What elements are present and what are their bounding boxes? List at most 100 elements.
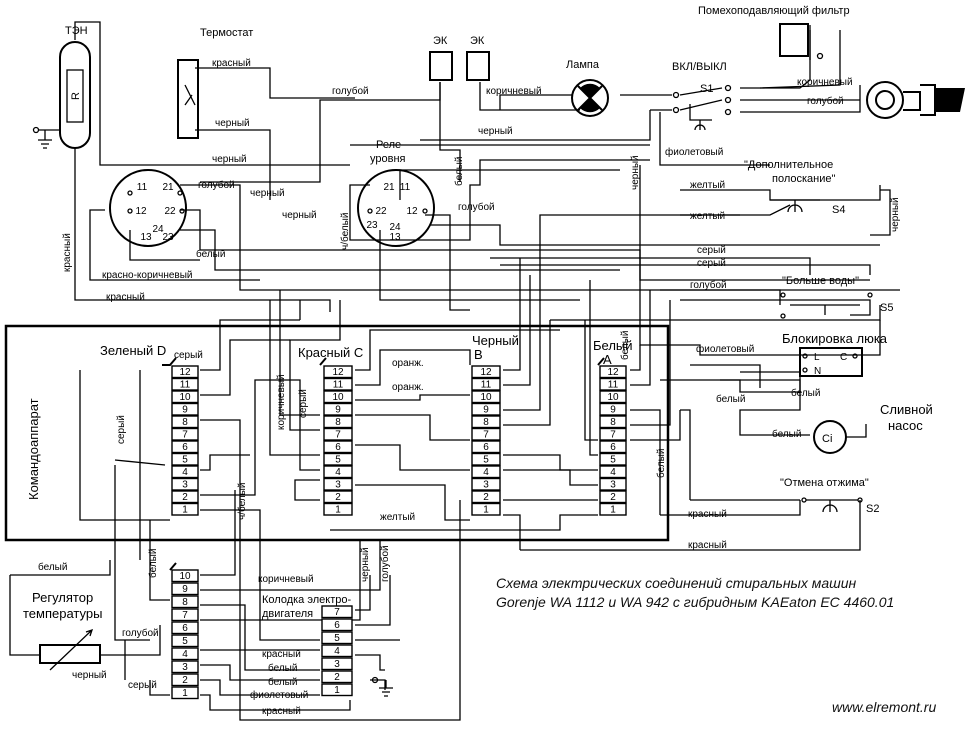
- heater: ТЭН R: [59, 25, 91, 149]
- connector-pin-number: 1: [182, 505, 188, 516]
- connector-pin-number: 9: [483, 405, 489, 416]
- connector-pin: [471, 427, 501, 441]
- ground-icon-bottom: [371, 676, 393, 697]
- connector-pin: [171, 477, 199, 491]
- temp-reg-label-1: Регулятор: [32, 590, 93, 605]
- s1-label: S1: [700, 83, 713, 95]
- connector-pin-number: 1: [610, 505, 616, 516]
- connector-pin-number: 1: [335, 505, 341, 516]
- connector-pin-number: 10: [607, 392, 619, 403]
- connector-pin-number: 11: [481, 380, 492, 391]
- connector-pin-number: 12: [607, 367, 619, 378]
- wire-label-beliy-a-1: белый: [619, 331, 631, 360]
- white-a-label-1: Белый: [593, 338, 633, 353]
- power-plug-icon: [866, 81, 965, 119]
- connector-pin: [323, 477, 353, 491]
- wire-label-goluboy-reg: голубой: [122, 627, 159, 639]
- wire-label-korichnevy-c: коричневый: [276, 374, 287, 430]
- connector-pin: [171, 465, 199, 479]
- wire-label-beliy-r1: белый: [196, 248, 225, 260]
- resistor-label: R: [70, 92, 82, 100]
- caption-line-1: Схема электрических соединений стиральны…: [496, 575, 857, 591]
- svg-text:13: 13: [389, 232, 401, 243]
- connector-pin: [171, 377, 199, 391]
- lamp: Лампа: [566, 59, 609, 117]
- wire-label-cherny-relay2: черный: [282, 210, 317, 221]
- connector-pin: [171, 686, 199, 700]
- wire-label-beliy-vert: белый: [453, 157, 465, 186]
- interference-filter: Помехоподавляющий фильтр коричневый голу…: [698, 5, 853, 107]
- extra-rinse-switch: "Дополнительное полоскание" S4: [744, 159, 845, 216]
- connector-pin-number: 12: [480, 367, 492, 378]
- connector-pin-number: 1: [483, 505, 489, 516]
- connector-pin: [171, 415, 199, 429]
- connector-pin: [323, 365, 353, 379]
- connector-pin: [323, 440, 353, 454]
- wire-label-fioletovy-top: фиолетовый: [665, 146, 723, 158]
- door-lock: Блокировка люка L N C: [782, 331, 888, 377]
- connector-pin: [171, 621, 199, 635]
- wire-label-seriy-d: серый: [174, 350, 203, 361]
- ek-label-2: ЭК: [470, 35, 485, 47]
- terminal-l: L: [814, 352, 820, 363]
- connector-pin-number: 2: [334, 672, 340, 683]
- wire-label-seriy-bottom: серый: [128, 680, 157, 691]
- wire-label-beliy-pump: белый: [791, 387, 820, 399]
- connector-pin: [599, 465, 627, 479]
- drain-pump-label-2: насос: [888, 418, 923, 433]
- connector-pin-number: 6: [483, 442, 489, 453]
- temp-reg-label-2: температуры: [23, 606, 102, 621]
- svg-text:24: 24: [389, 222, 401, 233]
- wire-label-fioletovy-lock: фиолетовый: [696, 343, 754, 355]
- svg-text:21: 21: [162, 182, 174, 193]
- wire-label-beliy-vert2: белый: [655, 449, 667, 478]
- more-water-switch: "Больше воды" S5: [780, 275, 893, 319]
- connector-pin-number: 7: [483, 430, 489, 441]
- wire-label-goluboy-r2: голубой: [458, 201, 495, 213]
- connector-pin-number: 6: [182, 442, 188, 453]
- wire-label-seriy-c: серый: [298, 389, 309, 418]
- connector-pin: [321, 683, 353, 697]
- svg-text:11: 11: [137, 182, 148, 193]
- wire-label-krasny-m2: красный: [262, 706, 301, 717]
- connector-pin-number: 1: [182, 688, 188, 699]
- black-b-label-1: Черный: [472, 333, 519, 348]
- connector-pin-number: 9: [182, 405, 188, 416]
- wire-label-korichnevy-ek: коричневый: [486, 86, 542, 97]
- connector-pin-number: 10: [179, 392, 191, 403]
- connector-pin: [323, 502, 353, 516]
- connector-pin: [471, 440, 501, 454]
- wire-label-cherny-bottom: черный: [360, 547, 371, 582]
- connector-pin-number: 6: [182, 623, 188, 634]
- connector-pin: [321, 605, 353, 619]
- lamp-label: Лампа: [566, 59, 600, 71]
- connector-pin: [323, 490, 353, 504]
- connector-pin: [323, 427, 353, 441]
- connector-pin-number: 10: [179, 571, 191, 582]
- connector-pin: [323, 390, 353, 404]
- connector-pin: [171, 608, 199, 622]
- connector-pin: [599, 490, 627, 504]
- connector-pin-number: 2: [182, 492, 188, 503]
- level-relay-right: Реле уровня 21 11 22 12 23 24 13: [357, 139, 435, 247]
- connector-pin-number: 4: [610, 467, 616, 478]
- connector-pin: [171, 660, 199, 674]
- controller-block: Командоаппарат Зеленый D серый 121110987…: [4, 324, 670, 542]
- connector-pin-number: 4: [182, 649, 188, 660]
- level-relay-label-1: Реле: [376, 139, 401, 151]
- wire-label-cherny-reg: черный: [72, 670, 107, 681]
- connector-pin-number: 10: [480, 392, 492, 403]
- wire-label-goluboy-s5: голубой: [690, 279, 727, 291]
- connector-pin: [471, 365, 501, 379]
- connector-pin-number: 9: [610, 405, 616, 416]
- motor-block-label-1: Колодка электро-: [262, 594, 351, 606]
- s5-label: S5: [880, 302, 893, 314]
- connector-pin: [171, 490, 199, 504]
- controller-label: Командоаппарат: [26, 398, 41, 500]
- wire-label-krasny-left: красный: [62, 233, 73, 272]
- connector-pin: [323, 465, 353, 479]
